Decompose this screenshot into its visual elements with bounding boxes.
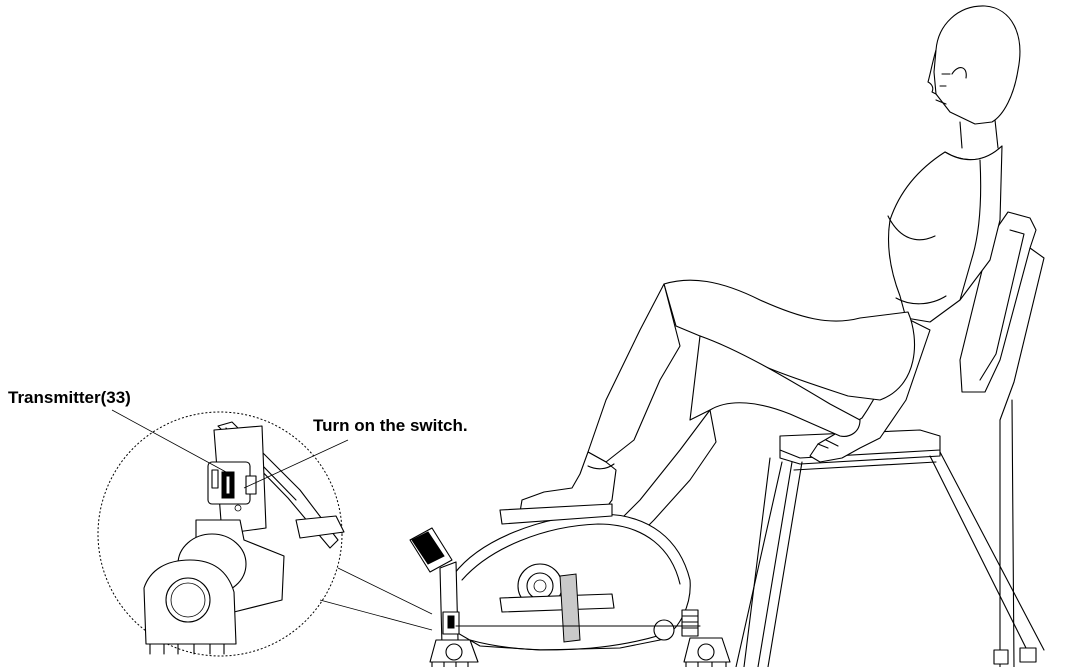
pedal-exerciser [410,504,730,667]
chair [736,212,1044,667]
transmitter-label: Transmitter(33) [8,388,131,408]
detail-magnifier [98,412,432,656]
switch-instruction-label: Turn on the switch. [313,416,468,436]
